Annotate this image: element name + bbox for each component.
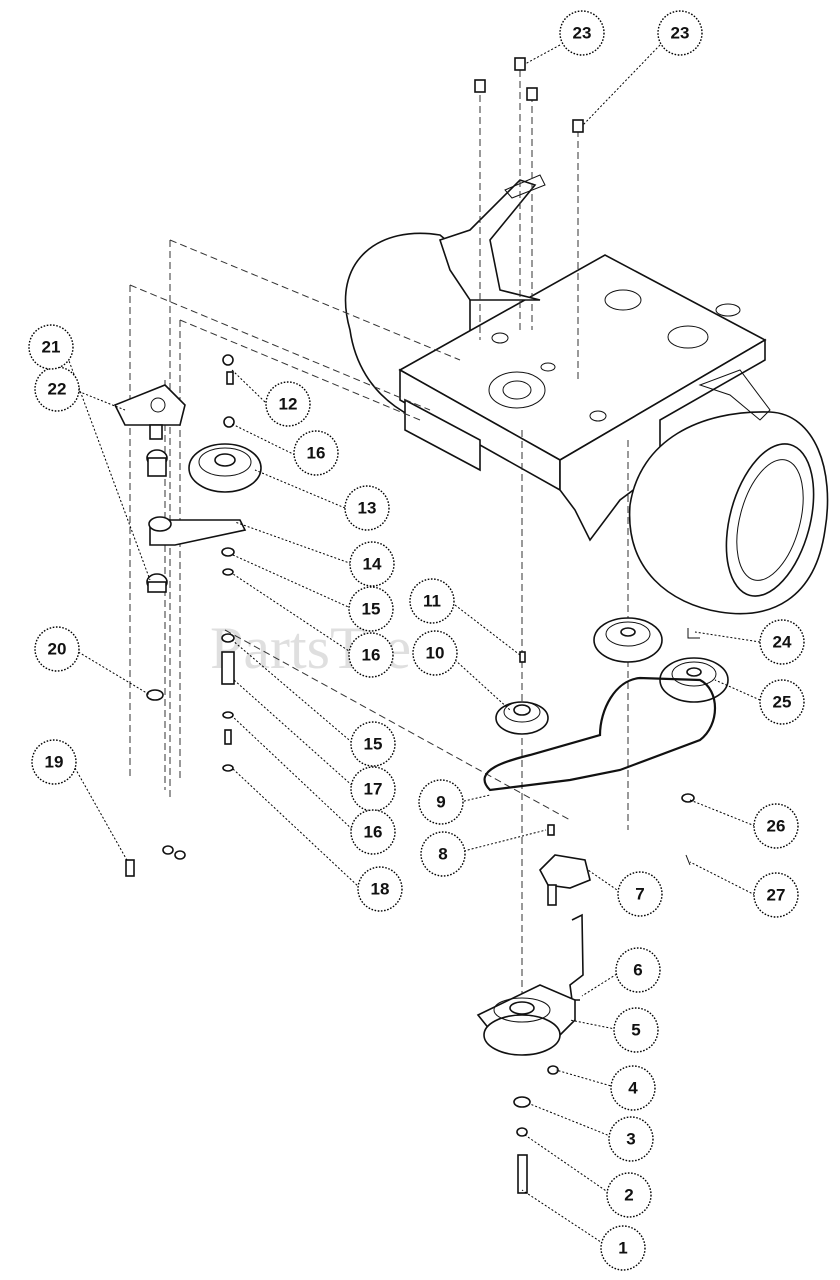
callout-11: 11 xyxy=(409,578,455,624)
callout-24: 24 xyxy=(759,619,805,665)
callout-7: 7 xyxy=(617,871,663,917)
svg-text:22: 22 xyxy=(48,380,67,399)
svg-text:18: 18 xyxy=(371,880,390,899)
svg-text:4: 4 xyxy=(628,1079,638,1098)
leader-lines xyxy=(64,44,761,1249)
svg-text:23: 23 xyxy=(671,24,690,43)
transmission-pulleys xyxy=(593,617,729,703)
callout-4: 4 xyxy=(610,1065,656,1111)
callout-20: 20 xyxy=(34,626,80,672)
callout-25: 25 xyxy=(759,679,805,725)
svg-text:7: 7 xyxy=(635,885,644,904)
svg-text:14: 14 xyxy=(363,555,382,574)
callout-18: 18 xyxy=(357,866,403,912)
svg-text:16: 16 xyxy=(364,823,383,842)
callout-3: 3 xyxy=(608,1116,654,1162)
svg-text:5: 5 xyxy=(631,1021,640,1040)
callout-27: 27 xyxy=(753,872,799,918)
callout-15-a: 15 xyxy=(348,586,394,632)
callout-10: 10 xyxy=(412,630,458,676)
svg-text:27: 27 xyxy=(767,886,786,905)
callout-2: 2 xyxy=(606,1172,652,1218)
callout-22: 22 xyxy=(34,366,80,412)
chassis-frame xyxy=(344,174,829,615)
callout-17: 17 xyxy=(350,766,396,812)
idler-bracket xyxy=(113,384,186,440)
svg-text:17: 17 xyxy=(364,780,383,799)
callout-19: 19 xyxy=(31,739,77,785)
callout-16-a: 16 xyxy=(293,430,339,476)
svg-text:26: 26 xyxy=(767,817,786,836)
engine-pulley xyxy=(495,651,549,735)
svg-text:3: 3 xyxy=(626,1130,635,1149)
svg-text:20: 20 xyxy=(48,640,67,659)
svg-text:23: 23 xyxy=(573,24,592,43)
svg-text:13: 13 xyxy=(358,499,377,518)
callout-14: 14 xyxy=(349,541,395,587)
svg-text:24: 24 xyxy=(773,633,792,652)
idler-pulley xyxy=(188,443,262,493)
svg-text:19: 19 xyxy=(45,753,64,772)
svg-text:10: 10 xyxy=(426,644,445,663)
callout-13: 13 xyxy=(344,485,390,531)
callout-23-b: 23 xyxy=(657,10,703,56)
svg-text:9: 9 xyxy=(436,793,445,812)
callout-1: 1 xyxy=(600,1225,646,1271)
callout-5: 5 xyxy=(613,1007,659,1053)
svg-text:21: 21 xyxy=(42,338,61,357)
callout-6: 6 xyxy=(615,947,661,993)
callout-9: 9 xyxy=(418,779,464,825)
svg-text:8: 8 xyxy=(438,845,447,864)
svg-text:25: 25 xyxy=(773,693,792,712)
callout-21: 21 xyxy=(28,324,74,370)
callout-16-b: 16 xyxy=(348,632,394,678)
svg-text:15: 15 xyxy=(362,600,381,619)
callout-12: 12 xyxy=(265,381,311,427)
watermark: PartsTree xyxy=(210,615,438,681)
callout-16-c: 16 xyxy=(350,809,396,855)
svg-text:2: 2 xyxy=(624,1186,633,1205)
svg-text:12: 12 xyxy=(279,395,298,414)
svg-text:1: 1 xyxy=(618,1239,627,1258)
callout-8: 8 xyxy=(420,831,466,877)
top-bolts xyxy=(474,57,584,133)
idler-arm xyxy=(146,449,247,593)
assembly-lines xyxy=(129,70,629,1000)
spacer-stack xyxy=(221,547,235,772)
pto-clutch xyxy=(476,984,576,1056)
svg-text:15: 15 xyxy=(364,735,383,754)
callout-15-b: 15 xyxy=(350,721,396,767)
clutch-bracket xyxy=(539,854,591,906)
svg-text:16: 16 xyxy=(307,444,326,463)
svg-text:11: 11 xyxy=(423,592,441,611)
svg-text:16: 16 xyxy=(362,646,381,665)
svg-text:6: 6 xyxy=(633,961,642,980)
callout-23-a: 23 xyxy=(559,10,605,56)
callout-26: 26 xyxy=(753,803,799,849)
